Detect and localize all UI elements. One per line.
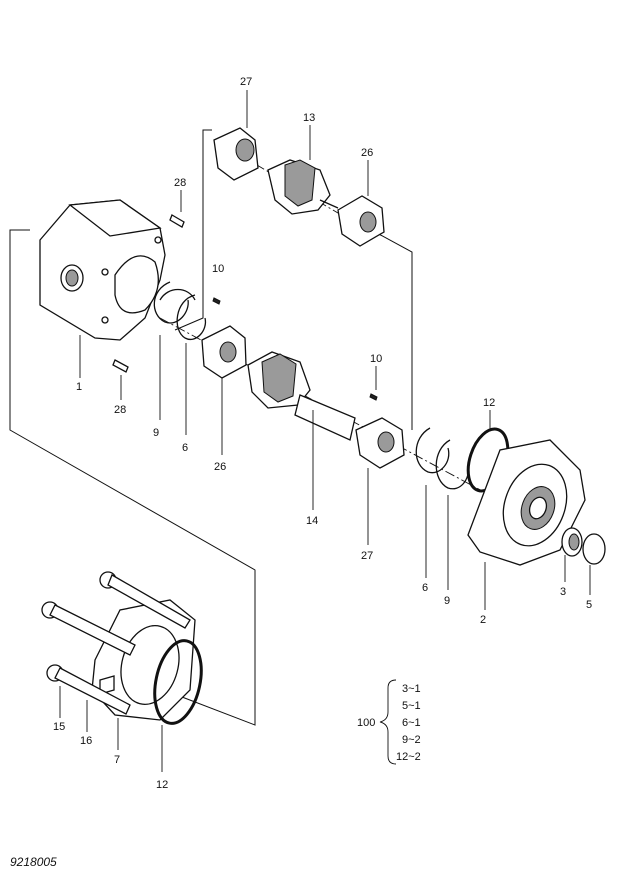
pump-body — [39, 199, 166, 378]
key-pin-left — [212, 297, 221, 305]
o-ring-bottom — [153, 639, 203, 772]
kit-brace — [379, 679, 397, 765]
snap-ring — [582, 533, 606, 595]
callout-labels: 27 13 26 28 10 1 28 9 6 26 10 14 27 12 6… — [53, 76, 592, 791]
seal-ring-left — [176, 294, 207, 435]
callout-9-right: 9 — [444, 595, 450, 607]
bushing-upper-line — [174, 129, 212, 331]
callout-15: 15 — [53, 721, 65, 733]
bolt-upper-left — [41, 601, 136, 656]
backup-ring-right — [435, 439, 469, 590]
callout-12-bottom: 12 — [156, 779, 168, 791]
kit-item: 3~1 — [402, 683, 421, 695]
bolt-lower-left — [46, 664, 131, 732]
kit-number: 100 — [357, 717, 375, 729]
callout-5: 5 — [586, 599, 592, 611]
kit-item: 6~1 — [402, 717, 421, 729]
dowel-pin-upper — [169, 190, 185, 228]
front-cover — [467, 439, 586, 610]
driven-gear — [267, 125, 339, 215]
callout-10-left: 10 — [212, 263, 224, 275]
callout-26-top: 26 — [361, 147, 373, 159]
callout-1: 1 — [76, 381, 82, 393]
bolt-upper-right — [99, 571, 191, 629]
key-pin-right — [369, 366, 378, 401]
bushing-upper — [213, 90, 259, 181]
drawing-code: 9218005 — [10, 855, 57, 869]
callout-10-right: 10 — [370, 353, 382, 365]
kit-item: 5~1 — [402, 700, 421, 712]
housing-to-cover-line — [9, 229, 256, 726]
callout-27-top: 27 — [240, 76, 252, 88]
drive-gear-shaft — [247, 351, 356, 510]
callout-2: 2 — [480, 614, 486, 626]
callout-13: 13 — [303, 112, 315, 124]
seal-ring-right — [415, 427, 450, 578]
callout-3: 3 — [560, 586, 566, 598]
callout-6-left: 6 — [182, 442, 188, 454]
callout-12-right: 12 — [483, 397, 495, 409]
callout-7: 7 — [114, 754, 120, 766]
kit-item: 12~2 — [396, 751, 421, 763]
callout-14: 14 — [306, 515, 318, 527]
callout-28-bottom: 28 — [114, 404, 126, 416]
callout-27-bottom: 27 — [361, 550, 373, 562]
bushing-right-line — [374, 231, 413, 430]
dowel-pin-lower — [112, 359, 129, 400]
oil-seal — [561, 527, 583, 582]
callout-26-bottom: 26 — [214, 461, 226, 473]
callout-28-top: 28 — [174, 177, 186, 189]
callout-6-right: 6 — [422, 582, 428, 594]
backup-ring-left — [153, 281, 196, 420]
bushing-lower-right — [355, 417, 405, 545]
kit-list: 100 3~1 5~1 6~1 9~2 12~2 — [357, 683, 421, 763]
callout-16: 16 — [80, 735, 92, 747]
bushing-lower-left — [201, 325, 247, 455]
kit-item: 9~2 — [402, 734, 421, 746]
bushing-upper-right — [337, 160, 385, 247]
callout-9-left: 9 — [153, 427, 159, 439]
